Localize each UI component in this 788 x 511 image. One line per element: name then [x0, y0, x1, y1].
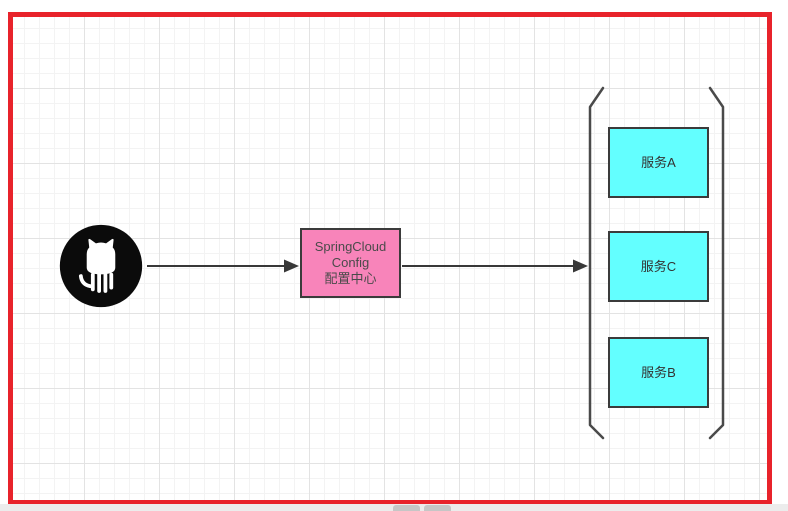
- group-bracket-left[interactable]: [588, 86, 605, 440]
- service-node-label: 服务C: [640, 258, 677, 274]
- arrow-github-to-config[interactable]: [147, 259, 299, 273]
- config-node-label-line3: 配置中心: [324, 271, 377, 286]
- node-service-a[interactable]: 服务A: [608, 127, 709, 198]
- service-node-label: 服务B: [641, 364, 676, 380]
- config-node-label-line2: Config: [331, 255, 370, 270]
- node-service-b[interactable]: 服务B: [608, 337, 709, 408]
- arrowhead-icon: [284, 259, 299, 273]
- bottom-bar-handle[interactable]: [424, 505, 451, 511]
- github-node[interactable]: [59, 224, 143, 308]
- bottom-bar-handle[interactable]: [393, 505, 420, 511]
- node-springcloud-config[interactable]: SpringCloud Config 配置中心: [300, 228, 401, 298]
- node-service-c[interactable]: 服务C: [608, 231, 709, 302]
- arrowhead-icon: [573, 259, 588, 273]
- service-node-label: 服务A: [641, 154, 676, 170]
- group-bracket-right[interactable]: [708, 86, 725, 440]
- github-octocat-icon: [59, 224, 143, 308]
- config-node-label-line1: SpringCloud: [314, 239, 387, 254]
- arrow-config-to-services[interactable]: [402, 259, 588, 273]
